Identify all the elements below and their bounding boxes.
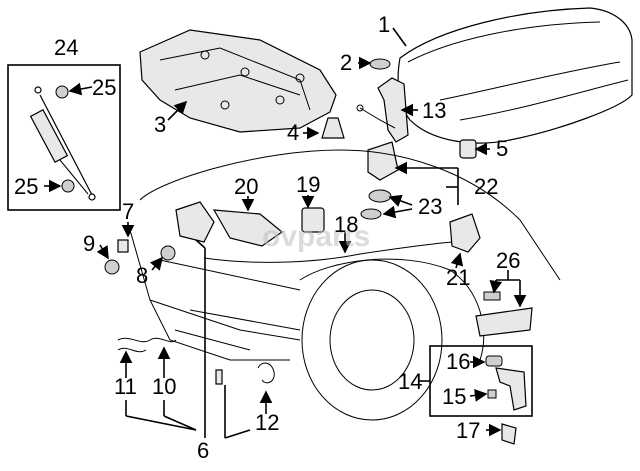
callout-9: 9 [83, 231, 95, 256]
callout-6: 6 [197, 438, 209, 463]
callout-2: 2 [340, 50, 352, 75]
callout-15: 15 [442, 384, 466, 409]
callout-21: 21 [446, 265, 470, 290]
callout-19: 19 [296, 172, 320, 197]
callout-11: 11 [114, 374, 137, 399]
callout-22: 22 [474, 174, 498, 199]
hood-insulator [139, 29, 337, 133]
callout-23: 23 [418, 194, 442, 219]
hood-hinge [356, 77, 409, 143]
hood-panel [397, 7, 633, 144]
leader-lines [44, 27, 527, 439]
callout-8: 8 [136, 263, 148, 288]
springs-and-clips [117, 337, 275, 385]
callout-20: 20 [234, 174, 258, 199]
callout-26: 26 [496, 248, 520, 273]
hood-support-bracket [367, 141, 399, 181]
callout-25-top: 25 [92, 75, 116, 100]
callout-13: 13 [422, 98, 446, 123]
callout-labels: 1 2 3 4 5 6 7 8 9 10 11 12 13 14 15 16 1… [14, 12, 520, 463]
callout-3: 3 [154, 112, 166, 137]
hood-lock-assembly [104, 201, 481, 275]
watermark-text: ovparts [262, 220, 370, 253]
vehicle-front-outline [129, 149, 561, 421]
callout-5: 5 [496, 136, 508, 161]
callout-24: 24 [54, 35, 78, 60]
callout-18: 18 [334, 212, 358, 237]
callout-16: 16 [446, 349, 470, 374]
callout-17: 17 [456, 418, 480, 443]
callout-4: 4 [287, 120, 299, 145]
callout-25-bottom: 25 [14, 174, 38, 199]
callout-7: 7 [122, 199, 134, 224]
callout-1: 1 [378, 12, 390, 37]
latch-box [429, 345, 533, 445]
callout-12: 12 [255, 410, 279, 435]
callout-14: 14 [398, 369, 422, 394]
hood-cushion-parts [321, 58, 477, 220]
release-lever [475, 291, 533, 337]
callout-10: 10 [152, 374, 176, 399]
lift-support-box [7, 64, 121, 211]
